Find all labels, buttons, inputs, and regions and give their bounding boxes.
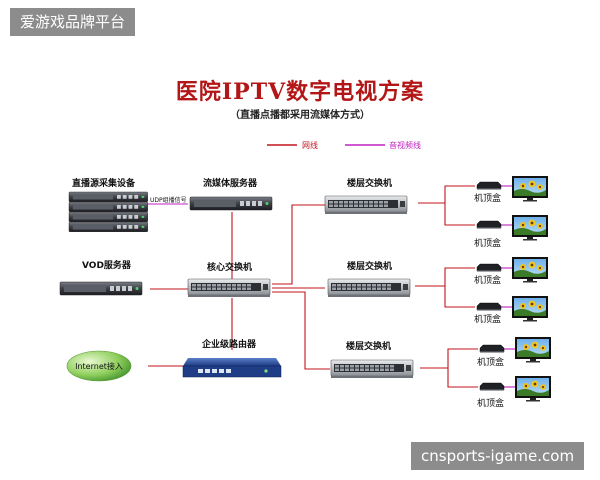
endpoint-1: 机顶盒 (474, 176, 548, 204)
udp-label: UDP组播信号 (150, 196, 187, 204)
legend: 网线 音视频线 (267, 140, 421, 150)
floor-switch-2-device (327, 278, 411, 298)
endpoint-3: 机顶盒 (474, 257, 548, 286)
floor-switch-3: 楼层交换机 (330, 340, 414, 379)
legend-network-label: 网线 (302, 140, 318, 150)
floor-switch-2-label: 楼层交换机 (347, 260, 392, 272)
router-device (182, 358, 282, 378)
router: 企业级路由器 (182, 338, 282, 378)
floor-switch-3-device (330, 359, 414, 379)
stb-label-6: 机顶盒 (477, 397, 504, 409)
link-f1-stb2 (444, 203, 475, 226)
source-label: 直播源采集设备 (72, 177, 136, 189)
stb-label-1: 机顶盒 (474, 192, 501, 204)
vod-server-device (59, 281, 143, 296)
vod-server: VOD服务器 (59, 259, 143, 296)
core-switch: 核心交换机 (187, 261, 271, 298)
stb-label-3: 机顶盒 (474, 274, 501, 286)
endpoint-5: 机顶盒 (477, 337, 551, 368)
floor-switch-2: 楼层交换机 (327, 260, 411, 298)
link-f3-stb2 (447, 368, 478, 388)
stb-label-2: 机顶盒 (474, 237, 501, 249)
legend-av-label: 音视频线 (389, 140, 421, 150)
stb-icon (479, 382, 505, 391)
link-core-floor1 (272, 204, 325, 285)
stream-server-device (189, 196, 273, 211)
tv-icon (512, 296, 548, 322)
source-rack-4 (68, 221, 149, 233)
stb-icon (476, 181, 502, 190)
endpoint-4: 机顶盒 (474, 296, 548, 325)
stb-label-4: 机顶盒 (474, 313, 501, 325)
network-links (148, 185, 478, 388)
link-f2-stb1 (415, 267, 475, 287)
stream-server: 流媒体服务器 (189, 177, 273, 211)
globe-icon (66, 350, 132, 382)
tv-icon (512, 215, 548, 241)
stb-label-5: 机顶盒 (477, 356, 504, 368)
core-switch-label: 核心交换机 (207, 261, 252, 273)
watermark-top: 爱游戏品牌平台 (10, 8, 136, 36)
diagram-title: 医院IPTV数字电视方案 (175, 79, 425, 105)
tv-icon (515, 376, 551, 402)
floor-switch-1-label: 楼层交换机 (347, 177, 392, 189)
endpoint-2: 机顶盒 (474, 215, 548, 249)
link-f2-stb2 (444, 286, 475, 308)
router-label: 企业级路由器 (201, 338, 257, 350)
link-core-floor3 (272, 291, 330, 370)
stb-icon (476, 220, 502, 229)
tv-icon (515, 337, 551, 363)
core-switch-device (187, 278, 271, 298)
stb-icon (479, 344, 505, 353)
av-links (148, 185, 516, 388)
internet-label: Internet接入 (75, 361, 123, 371)
source-rack-2 (68, 201, 149, 213)
vod-server-label: VOD服务器 (82, 259, 132, 271)
tv-icon (512, 176, 548, 202)
source-rack-1 (68, 191, 149, 203)
watermark-bottom: cnsports-igame.com (411, 442, 585, 470)
floor-switch-3-label: 楼层交换机 (346, 340, 391, 352)
floor-switch-1: 楼层交换机 (324, 177, 408, 215)
diagram-subtitle: （直播点播都采用流媒体方式） (230, 110, 370, 121)
stream-server-label: 流媒体服务器 (203, 177, 258, 189)
tv-icon (512, 257, 548, 283)
source-capture-devices: 直播源采集设备 (68, 177, 149, 233)
stb-icon (476, 302, 502, 311)
source-rack-3 (68, 211, 149, 223)
link-f3-stb1 (420, 348, 478, 369)
internet-node: Internet接入 (66, 350, 132, 382)
link-f1-stb1 (418, 185, 475, 204)
floor-switch-1-device (324, 195, 408, 215)
stb-icon (476, 263, 502, 272)
endpoint-6: 机顶盒 (477, 376, 551, 409)
